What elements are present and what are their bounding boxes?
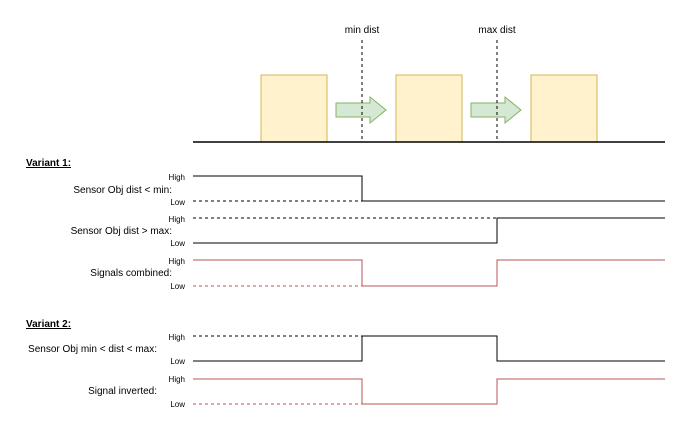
sensor-max-label: Sensor Obj dist > max: — [71, 226, 172, 237]
motion-scene: min dist max dist — [193, 25, 665, 143]
combined-label: Signals combined: — [90, 268, 172, 279]
sensor-range-high-label: High — [169, 333, 185, 342]
combined-high-label: High — [169, 257, 185, 266]
sensor-min-high-label: High — [169, 173, 185, 182]
sensor-range-low-label: Low — [170, 357, 185, 366]
object-box-2 — [395, 74, 463, 143]
inverted-low-label: Low — [170, 400, 185, 409]
object-box-3 — [530, 74, 598, 143]
variant-1-section: Variant 1: Sensor Obj dist < min: High L… — [26, 158, 665, 291]
move-arrow-1 — [335, 95, 387, 125]
combined-low-label: Low — [170, 282, 185, 291]
variant-2-title: Variant 2: — [26, 319, 71, 330]
inverted-high-label: High — [169, 375, 185, 384]
max-dist-label: max dist — [478, 25, 515, 36]
sensor-min-low-label: Low — [170, 198, 185, 207]
variant-1-title: Variant 1: — [26, 158, 71, 169]
sensor-max-low-label: Low — [170, 239, 185, 248]
inverted-signal — [193, 378, 665, 405]
sensor-range-label: Sensor Obj min < dist < max: — [28, 344, 157, 355]
sensor-max-high-label: High — [169, 215, 185, 224]
move-arrow-2 — [470, 95, 522, 125]
sensor-range-signal — [193, 335, 665, 362]
combined-signal — [193, 259, 665, 287]
min-dist-label: min dist — [345, 25, 380, 36]
sensor-min-label: Sensor Obj dist < min: — [73, 185, 172, 196]
variant-2-section: Variant 2: Sensor Obj min < dist < max: … — [26, 319, 665, 409]
object-box-1 — [260, 74, 328, 143]
sensor-min-signal — [193, 175, 665, 202]
inverted-label: Signal inverted: — [88, 386, 157, 397]
sensor-max-signal — [193, 217, 665, 244]
